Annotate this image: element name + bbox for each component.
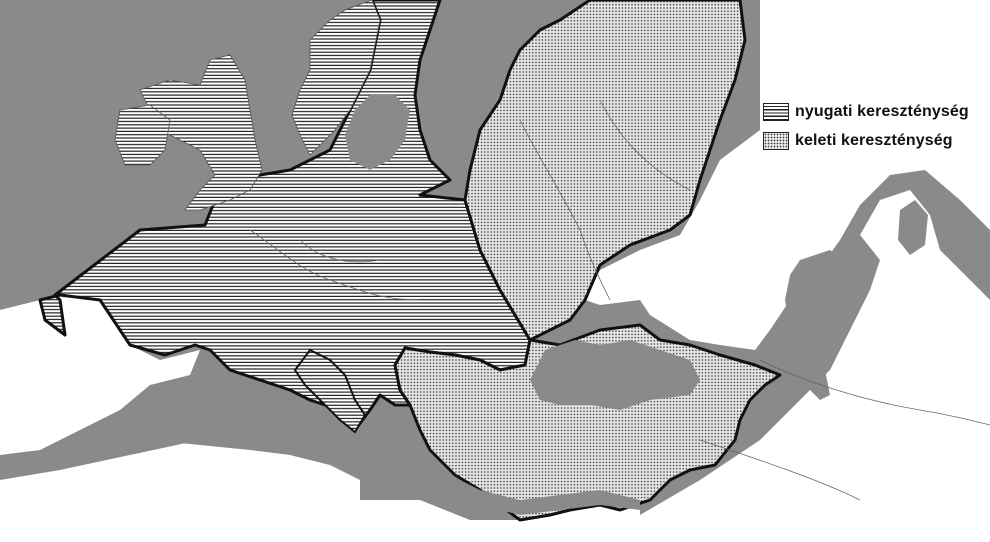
aral-sea [898, 200, 928, 255]
legend-label-western: nyugati kereszténység [795, 103, 969, 120]
north-africa-land [0, 440, 640, 542]
legend-label-eastern: keleti kereszténység [795, 132, 953, 149]
iberia-land [0, 295, 200, 455]
black-sea [530, 340, 700, 410]
dotted-swatch-icon [763, 132, 789, 150]
ireland [114, 104, 171, 166]
eastern-land [440, 0, 990, 542]
british-isles [139, 54, 263, 211]
mediterranean-sea [120, 380, 640, 515]
legend-item-western: nyugati kereszténység [763, 100, 990, 124]
map-legend: nyugati kereszténység keleti kereszténys… [763, 100, 990, 158]
legend-item-eastern: keleti kereszténység [763, 129, 990, 153]
rivers [249, 99, 990, 501]
italian-peninsula [293, 348, 367, 434]
horizontal-hatch-swatch-icon [763, 103, 789, 121]
scandinavia [291, 0, 381, 156]
caspian-sea [785, 250, 860, 400]
eastern-christianity-region [463, 0, 747, 342]
baltic-sea [345, 95, 410, 170]
